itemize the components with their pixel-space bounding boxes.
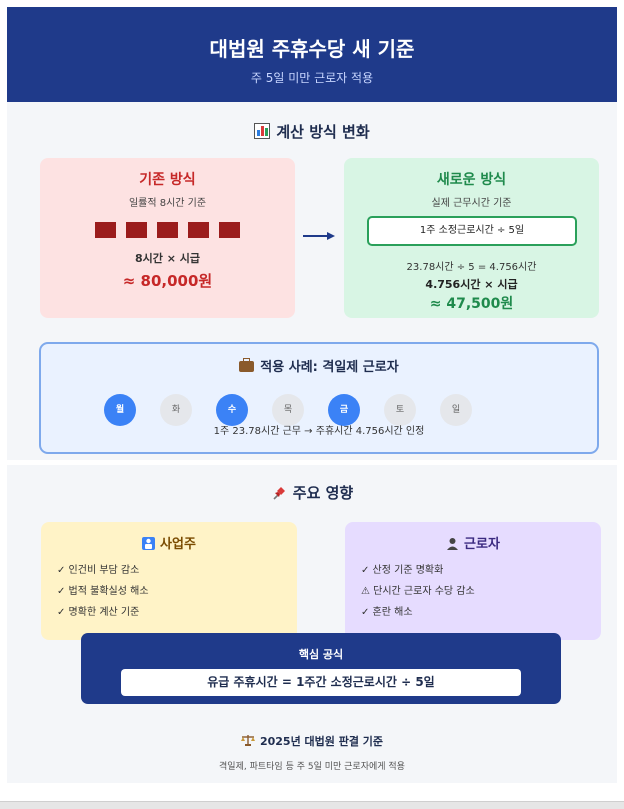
footer-title-text: 2025년 대법원 판결 기준 xyxy=(259,735,384,748)
example-note: 1주 23.78시간 근무 → 주휴시간 4.756시간 인정 xyxy=(213,426,425,437)
header-banner: 대법원 주휴수당 새 기준 주 5일 미만 근로자 적용 xyxy=(7,7,617,102)
employer-list: ✓ 인건비 부담 감소 ✓ 법적 불확실성 해소 ✓ 명확한 계산 기준 xyxy=(57,560,149,623)
new-method-subtitle: 실제 근무시간 기준 xyxy=(431,198,512,209)
core-formula: 유급 주휴시간 = 1주간 소정근로시간 ÷ 5일 xyxy=(121,669,521,696)
example-title-text: 적용 사례: 격일제 근로자 xyxy=(260,360,399,375)
day-tue: 화 xyxy=(160,394,192,426)
example-title: 적용 사례: 격일제 근로자 xyxy=(41,356,597,375)
old-method-title: 기존 방식 xyxy=(139,172,196,188)
new-method-formula-box: 1주 소정근로시간 ÷ 5일 xyxy=(367,216,577,246)
worker-list: ✓ 산정 기준 명확화 ⚠ 단시간 근로자 수당 감소 ✓ 혼란 해소 xyxy=(361,560,475,623)
list-item: ✓ 명확한 계산 기준 xyxy=(57,607,140,618)
footer-title: 2025년 대법원 판결 기준 xyxy=(7,733,617,749)
new-method-card: 새로운 방식 실제 근무시간 기준 1주 소정근로시간 ÷ 5일 23.78시간… xyxy=(344,158,599,318)
old-method-subtitle: 일률적 8시간 기준 xyxy=(128,198,207,209)
new-method-title: 새로운 방식 xyxy=(436,172,507,188)
scales-icon xyxy=(240,735,255,746)
footer-note: 격일제, 파트타임 등 주 5일 미만 근로자에게 적용 xyxy=(219,762,405,772)
day-sat: 토 xyxy=(384,394,416,426)
day-mon: 월 xyxy=(104,394,136,426)
list-item: ✓ 산정 기준 명확화 xyxy=(361,565,444,576)
arrow-right-icon xyxy=(303,232,335,240)
old-method-formula: 8시간 × 시급 xyxy=(134,252,200,265)
impact-section-title-text: 주요 영향 xyxy=(292,484,354,502)
list-item: ✓ 혼란 해소 xyxy=(361,607,413,618)
new-method-formula: 4.756시간 × 시급 xyxy=(425,278,518,291)
page-subtitle: 주 5일 미만 근로자 적용 xyxy=(250,71,374,85)
new-method-calc: 23.78시간 ÷ 5 = 4.756시간 xyxy=(406,262,537,273)
page-title: 대법원 주휴수당 새 기준 xyxy=(209,37,415,61)
employer-card: 사업주 ✓ 인건비 부담 감소 ✓ 법적 불확실성 해소 ✓ 명확한 계산 기준 xyxy=(41,522,297,640)
example-card: 적용 사례: 격일제 근로자 월 화 수 목 금 토 일 1주 23.78시간 … xyxy=(39,342,599,454)
bottom-scroll-strip xyxy=(0,801,624,809)
hour-block xyxy=(95,222,116,238)
bar-chart-icon xyxy=(254,123,271,139)
list-item: ⚠ 단시간 근로자 수당 감소 xyxy=(361,586,475,597)
list-item: ✓ 인건비 부담 감소 xyxy=(57,565,140,576)
day-thu: 목 xyxy=(272,394,304,426)
hour-block xyxy=(188,222,209,238)
worker-title-text: 근로자 xyxy=(464,537,500,552)
core-formula-card: 핵심 공식 유급 주휴시간 = 1주간 소정근로시간 ÷ 5일 xyxy=(81,633,561,704)
hour-block xyxy=(157,222,178,238)
impact-section: 주요 영향 사업주 ✓ 인건비 부담 감소 ✓ 법적 불확실성 해소 ✓ 명확한… xyxy=(7,465,617,783)
list-item: ✓ 법적 불확실성 해소 xyxy=(57,586,149,597)
calc-section-title: 계산 방식 변화 xyxy=(7,121,617,142)
new-method-result: ≈ 47,500원 xyxy=(429,296,514,312)
worker-title: 근로자 xyxy=(345,533,601,552)
pushpin-icon xyxy=(273,487,285,500)
impact-section-title: 주요 영향 xyxy=(7,482,617,503)
day-fri: 금 xyxy=(328,394,360,426)
hour-block xyxy=(219,222,240,238)
core-formula-title: 핵심 공식 xyxy=(298,648,344,661)
day-sun: 일 xyxy=(440,394,472,426)
briefcase-icon xyxy=(239,358,255,372)
weekday-row: 월 화 수 목 금 토 일 xyxy=(104,394,484,426)
worker-icon xyxy=(447,538,459,550)
calc-section: 계산 방식 변화 기존 방식 일률적 8시간 기준 8시간 × 시급 ≈ 80,… xyxy=(7,102,617,460)
old-method-result: ≈ 80,000원 xyxy=(122,272,213,290)
calc-section-title-text: 계산 방식 변화 xyxy=(276,123,370,141)
old-method-card: 기존 방식 일률적 8시간 기준 8시간 × 시급 ≈ 80,000원 xyxy=(40,158,295,318)
employer-title: 사업주 xyxy=(41,533,297,552)
employer-icon xyxy=(142,537,156,550)
hour-blocks xyxy=(95,222,240,238)
worker-card: 근로자 ✓ 산정 기준 명확화 ⚠ 단시간 근로자 수당 감소 ✓ 혼란 해소 xyxy=(345,522,601,640)
hour-block xyxy=(126,222,147,238)
day-wed: 수 xyxy=(216,394,248,426)
employer-title-text: 사업주 xyxy=(160,537,196,552)
